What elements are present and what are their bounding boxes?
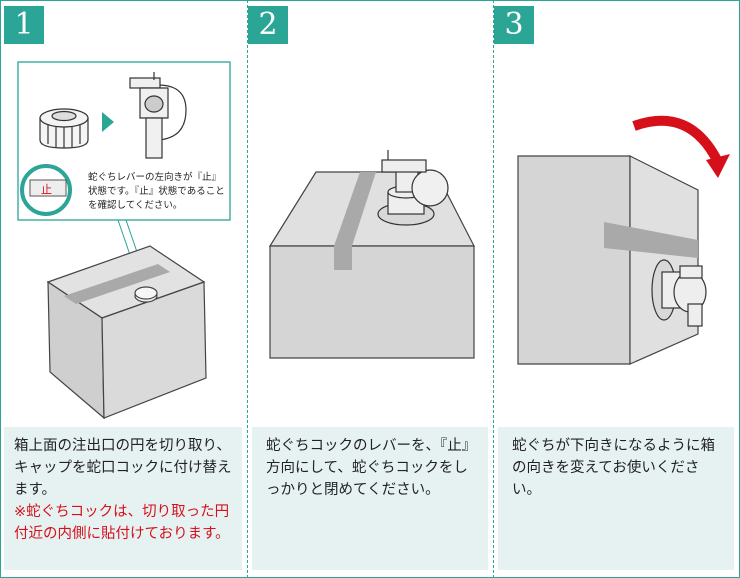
step-divider [247, 0, 248, 578]
faucet-icon [651, 259, 707, 327]
step-1-note: ※蛇ぐちコックは、切り取った円付近の内側に貼付けております。 [14, 504, 230, 542]
step-3-panel: 3 蛇ぐちが下向きになるように箱の向きを変えてお使いください。 [494, 0, 740, 578]
step-divider [493, 0, 494, 578]
rotate-arrow-icon [632, 115, 723, 165]
box-illustration [46, 245, 207, 420]
step-2-panel: 2 蛇ぐちコックのレバーを、『止』方向にして、蛇ぐちコックをしっかりと閉めてくだ… [248, 0, 492, 578]
step-3-illustration [517, 115, 730, 365]
svg-text:止: 止 [41, 183, 52, 196]
step-2-caption: 蛇ぐちコックのレバーを、『止』方向にして、蛇ぐちコックをしっかりと閉めてください… [252, 427, 488, 570]
cap-icon [39, 108, 89, 149]
step-3-caption: 蛇ぐちが下向きになるように箱の向きを変えてお使いください。 [498, 427, 734, 570]
faucet-icon [129, 72, 187, 159]
step-1-illustration: 止 [17, 61, 231, 420]
box-illustration [517, 155, 699, 365]
step-1-caption: 箱上面の注出口の円を切り取り、キャップを蛇口コックに付け替えます。 ※蛇ぐちコッ… [4, 427, 242, 570]
faucet-icon [377, 150, 449, 226]
step-2-illustration [268, 150, 475, 359]
step-1-number: 1 [4, 6, 44, 44]
arrow-right-icon [102, 112, 114, 132]
lever-detail-icon: 止 [20, 164, 72, 216]
callout-text: 蛇ぐちレバーの左向きが『止』状態です。『止』状態であることを確認してください。 [88, 172, 225, 211]
step-1-panel: 1 止 [0, 0, 246, 578]
step-2-number: 2 [248, 6, 288, 44]
step-3-number: 3 [494, 6, 534, 44]
box-illustration [268, 171, 475, 359]
step-1-text: 箱上面の注出口の円を切り取り、キャップを蛇口コックに付け替えます。 [14, 438, 232, 498]
